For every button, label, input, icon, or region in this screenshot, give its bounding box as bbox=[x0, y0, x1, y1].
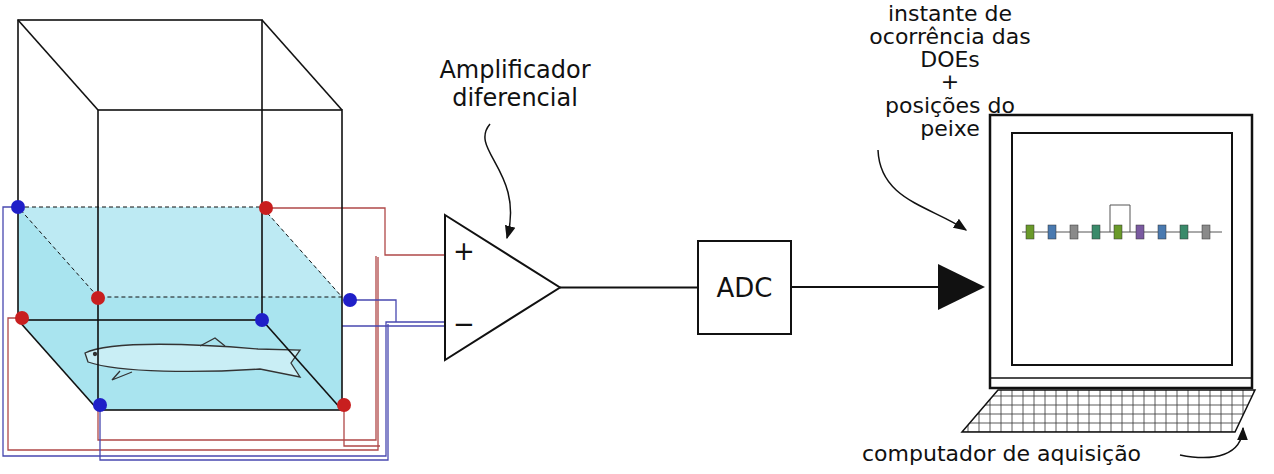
amplifier-symbol: +− bbox=[445, 215, 560, 360]
screen-block bbox=[1070, 225, 1078, 239]
screen-block bbox=[1114, 225, 1122, 239]
process-box: ADC bbox=[697, 240, 792, 335]
annotation-text: + bbox=[855, 70, 1045, 93]
amplifier-triangle bbox=[445, 215, 560, 360]
screen-trace bbox=[1110, 205, 1130, 232]
component-label: computador de aquisição bbox=[862, 442, 1202, 466]
label-anchor: instante de ocorrência das DOEs bbox=[855, 2, 1045, 71]
aquarium bbox=[18, 20, 342, 410]
label-anchor: computador de aquisição bbox=[862, 442, 1202, 466]
water bbox=[18, 207, 342, 410]
screen-block bbox=[1048, 225, 1056, 239]
screen-block bbox=[1202, 225, 1210, 239]
electrodes bbox=[11, 200, 357, 412]
screen-block bbox=[1180, 225, 1188, 239]
pin-sign: + bbox=[453, 238, 568, 264]
leader-line bbox=[878, 150, 966, 230]
fish bbox=[85, 338, 300, 380]
screen-block bbox=[1136, 225, 1144, 239]
pin-sign: − bbox=[453, 311, 568, 337]
computer bbox=[962, 115, 1255, 432]
arrow-head bbox=[938, 264, 985, 310]
leader-line bbox=[485, 124, 511, 238]
signal-connector bbox=[560, 287, 697, 289]
label-anchor: + bbox=[855, 70, 1045, 93]
electrode-wires bbox=[3, 207, 445, 460]
water-surface bbox=[18, 207, 342, 297]
screen-block bbox=[1158, 225, 1166, 239]
label-anchor: posições do peixe bbox=[885, 94, 1015, 140]
box-label: ADC bbox=[717, 273, 773, 303]
label-anchor: Amplificador diferencial bbox=[415, 56, 615, 112]
component-label: Amplificador diferencial bbox=[415, 56, 615, 112]
annotation-text: posições do peixe bbox=[885, 94, 1015, 140]
annotation-text: instante de ocorrência das DOEs bbox=[855, 2, 1045, 71]
amplifier-outline bbox=[445, 215, 560, 360]
signal-line bbox=[792, 286, 940, 288]
screen-block bbox=[1092, 225, 1100, 239]
screen-block bbox=[1026, 225, 1034, 239]
